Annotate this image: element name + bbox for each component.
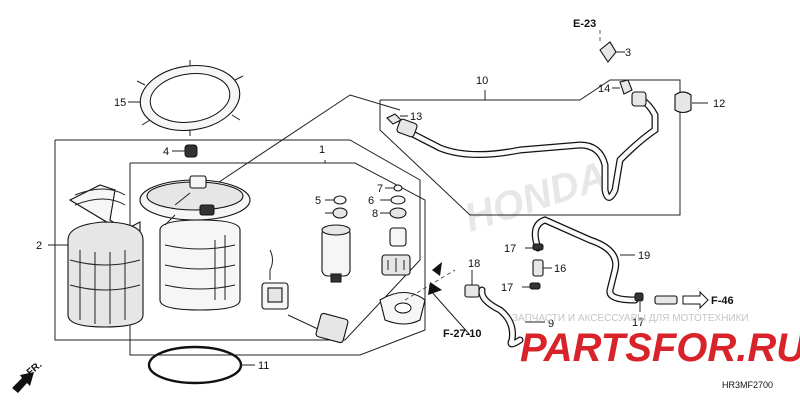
callout-1: 1 [319,144,325,156]
pump-housing-part [48,184,144,328]
callout-18: 18 [468,258,480,270]
callout-9: 9 [548,318,554,330]
diagram-code: HR3MF2700 [722,380,773,390]
lower-hose-parts [478,216,639,348]
reference-arrows [404,30,709,336]
callout-6: 6 [368,195,374,207]
callout-13: 13 [410,111,422,123]
watermark-logo: PARTSFOR.RU [520,326,800,370]
ref-e23: E-23 [573,18,596,30]
pump-motor-part [321,224,351,283]
fitting-parts [464,243,678,312]
callout-7: 7 [377,183,383,195]
callout-14: 14 [598,83,610,95]
callout-3: 3 [625,47,631,59]
callout-5: 5 [315,195,321,207]
callout-16: 16 [554,263,566,275]
seal-parts [325,184,407,219]
o-ring-part [147,345,255,385]
lock-ring-part [128,60,244,136]
front-arrow-icon [12,372,34,393]
bracket-part [379,291,426,325]
f46-arrow-icon [682,290,709,310]
regulator-part [381,227,411,276]
ref-f27-10: F-27-10 [443,328,482,340]
callout-17c: 17 [632,317,644,329]
fuel-pump-assembly-part [139,160,326,311]
front-direction-arrow: FR. [12,359,44,393]
callout-4: 4 [163,146,169,158]
callout-19: 19 [638,250,650,262]
callout-8: 8 [372,208,378,220]
callout-numbers: 1 2 3 4 5 6 7 8 9 10 11 12 13 14 15 16 1… [36,47,725,372]
sender-unit-part [261,249,349,344]
hose-clips [386,41,708,125]
ref-f46: F-46 [711,295,734,307]
reference-labels: E-23 F-46 F-27-10 [443,18,734,340]
callout-15: 15 [114,97,126,109]
callout-10: 10 [476,75,488,87]
callout-2: 2 [36,240,42,252]
callout-17a: 17 [504,243,516,255]
callout-12: 12 [713,98,725,110]
watermark-caption: ЗАПЧАСТИ И АКСЕССУАРЫ ДЛЯ МОТОТЕХНИКИ [512,313,749,324]
group-outlines [54,79,681,356]
callout-11: 11 [258,360,269,372]
watermark: ЗАПЧАСТИ И АКСЕССУАРЫ ДЛЯ МОТОТЕХНИКИ PA… [512,313,800,370]
fuel-hose-part [396,91,659,201]
grommet-part [172,144,198,158]
callout-17b: 17 [501,282,513,294]
